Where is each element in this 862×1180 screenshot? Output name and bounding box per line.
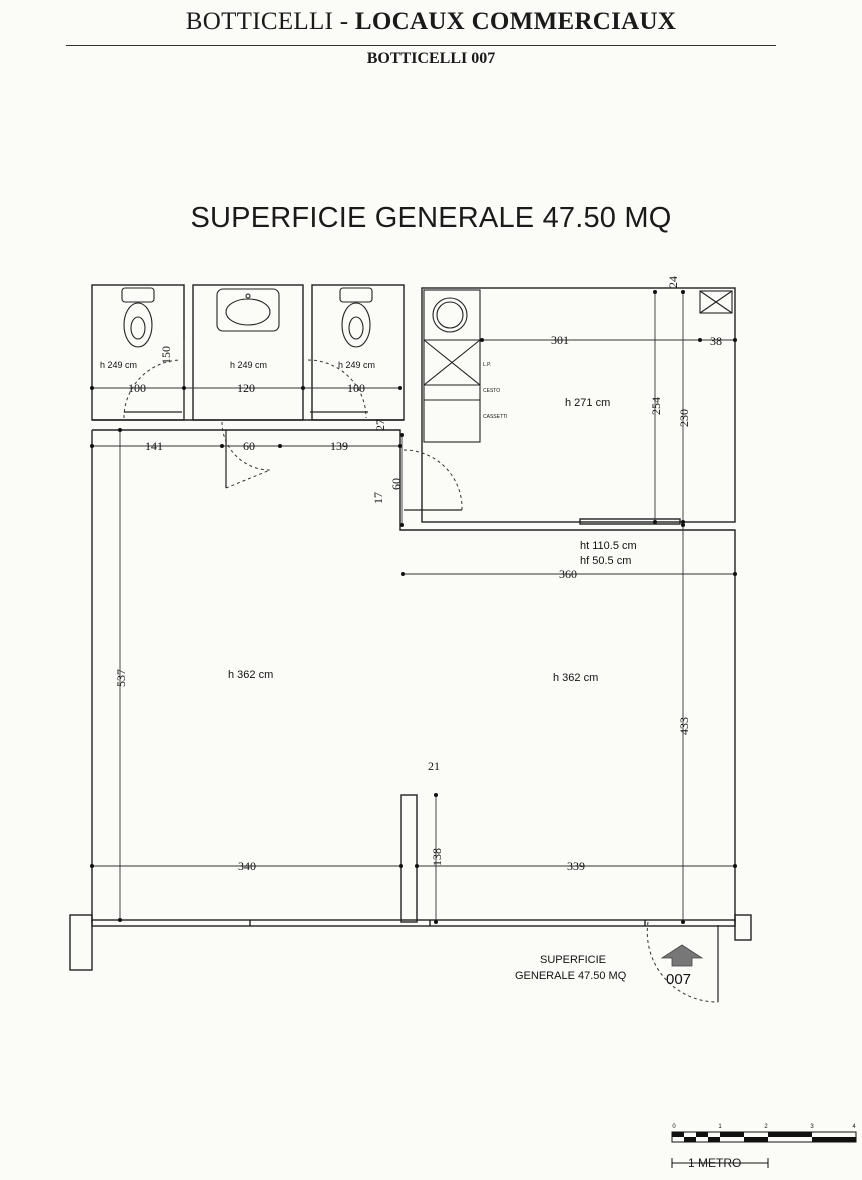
- dim-corridor-door: 60: [243, 439, 255, 453]
- dim-storage-230: 230: [677, 409, 691, 427]
- scale-ticks: 0 1 2 3 4: [672, 1124, 856, 1130]
- dim-storage-side: 38: [710, 334, 722, 348]
- toilet-left: [121, 287, 155, 348]
- main-left-height: h 362 cm: [228, 669, 273, 681]
- header-title: BOTTICELLI - LOCAUX COMMERCIAUX: [0, 8, 862, 36]
- dim-main-depth-433: 433: [677, 717, 691, 735]
- kitchen-label-cassetti: CASSETTI: [483, 414, 507, 420]
- dim-wc-right-width: 100: [347, 381, 365, 395]
- door-leaves: [124, 411, 719, 1002]
- scale-tick-0: 0: [672, 1124, 676, 1130]
- dim-wc-left-width: 100: [128, 381, 146, 395]
- front-wall-right: [734, 914, 752, 941]
- header-title-right: LOCAUX COMMERCIAUX: [354, 8, 677, 35]
- dim-main-depth-537: 537: [114, 669, 128, 687]
- door-swings: [123, 359, 719, 1003]
- dim-corridor-left: 141: [145, 439, 163, 453]
- main-right-height: h 362 cm: [553, 672, 598, 684]
- cabinet-box: [699, 290, 733, 314]
- header-subtitle: BOTTICELLI 007: [366, 50, 496, 67]
- dim-wall-24: 24: [666, 276, 680, 288]
- unit-note: SUPERFICIE GENERALE 47.50 MQ: [515, 954, 627, 982]
- scale-label: 1 METRO: [688, 1156, 742, 1170]
- window-ht: ht 110.5 cm: [580, 540, 637, 552]
- wc-right-height: h 249 cm: [338, 360, 375, 370]
- dim-pillar-depth: 138: [430, 848, 444, 866]
- main-room-walls: [92, 429, 736, 922]
- toilet-right: [339, 287, 373, 348]
- fixtures: [121, 287, 733, 443]
- dimension-lines: [92, 292, 735, 922]
- dim-partition: 27: [373, 419, 387, 431]
- scale-tick-4: 4: [852, 1124, 856, 1130]
- main-height-labels: h 271 cm h 362 cm h 362 cm ht 110.5 cm h…: [228, 397, 637, 684]
- unit-note-line1: SUPERFICIE: [540, 954, 606, 966]
- plan-title: SUPERFICIE GENERALE 47.50 MQ: [190, 202, 672, 234]
- dim-corridor-right: 139: [330, 439, 348, 453]
- scale-tick-1: 1: [718, 1124, 722, 1130]
- kitchen-label-lp: L.P.: [483, 362, 491, 368]
- sink-room-height: h 249 cm: [230, 360, 267, 370]
- dim-front-right: 339: [567, 859, 585, 873]
- storage-height: h 271 cm: [565, 397, 610, 409]
- scale-tick-3: 3: [810, 1124, 814, 1130]
- pillar: [400, 794, 418, 923]
- walls: [69, 284, 752, 971]
- unit-note-line2: GENERALE 47.50 MQ: [515, 970, 627, 982]
- dim-front-left: 340: [238, 859, 256, 873]
- wc-right-room: [311, 284, 405, 421]
- vertical-dimension-numbers: 537 433 254 230 150 138 27 60 17 24: [114, 276, 691, 866]
- dim-sink-width: 120: [237, 381, 255, 395]
- wc-left-height: h 249 cm: [100, 360, 137, 370]
- dimension-numbers: 100 120 100 141 60 139 301 38 360 340 33…: [128, 333, 722, 873]
- entrance-arrow-icon: [660, 944, 704, 967]
- header-title-left: BOTTICELLI -: [185, 8, 355, 35]
- scale-bar: [671, 1131, 857, 1168]
- dim-wall-17: 17: [371, 492, 385, 504]
- storage-room: [421, 287, 736, 523]
- kitchen-counter: [423, 289, 481, 443]
- dim-pillar-width: 21: [428, 759, 440, 773]
- washbasin: [216, 288, 280, 332]
- dim-main-width: 360: [559, 567, 577, 581]
- dim-door-60: 60: [389, 478, 403, 490]
- dim-wc-depth: 150: [159, 346, 173, 364]
- kitchen-label-cesto: CESTO: [483, 388, 500, 394]
- front-window: [91, 919, 736, 927]
- dim-storage-254: 254: [649, 397, 663, 415]
- sink-room: [192, 284, 304, 421]
- storage-window: [579, 518, 681, 525]
- kitchen-labels: L.P. CESTO CASSETTI: [483, 362, 507, 420]
- unit-number: 007: [666, 971, 691, 988]
- room-height-labels: h 249 cm h 249 cm h 249 cm: [100, 360, 375, 370]
- header-rule: [66, 45, 776, 46]
- scale-tick-2: 2: [764, 1124, 768, 1130]
- dim-storage-width: 301: [551, 333, 569, 347]
- window-hf: hf 50.5 cm: [580, 555, 631, 567]
- front-wall-left: [69, 914, 93, 971]
- dimension-ticks: [90, 290, 737, 924]
